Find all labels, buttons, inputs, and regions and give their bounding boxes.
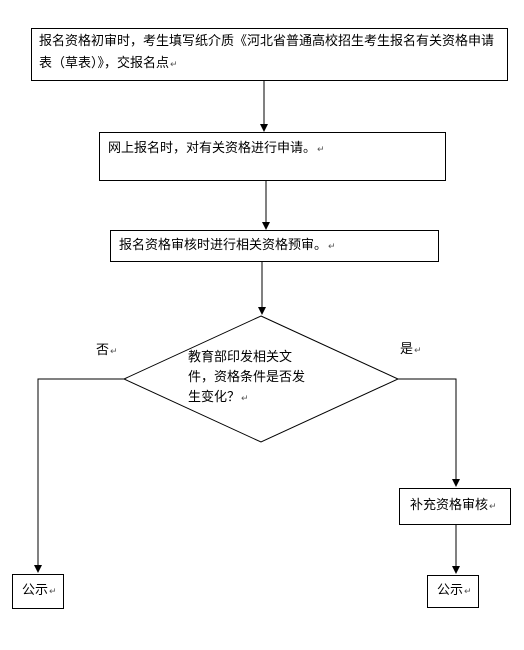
step3-box: 报名资格审核时进行相关资格预审。↵ <box>110 230 439 262</box>
decision-diamond <box>122 315 400 443</box>
paragraph-mark-icon: ↵ <box>110 347 118 357</box>
publicity-right-label: 公示 <box>437 583 464 598</box>
decision-line-2: 件，资格条件是否发 <box>188 370 306 385</box>
paragraph-mark-icon: ↵ <box>49 587 57 597</box>
publicity-left-text: 公示↵ <box>22 580 61 603</box>
step2-text: 网上报名时，对有关资格进行申请。↵ <box>108 138 439 161</box>
step2-box: 网上报名时，对有关资格进行申请。↵ <box>99 132 446 181</box>
supplement-text: 补充资格审核↵ <box>410 495 506 518</box>
paragraph-mark-icon: ↵ <box>170 60 178 70</box>
step1-text: 报名资格初审时，考生填写纸介质《河北省普通高校招生考生报名有关资格申请表（草表）… <box>39 31 501 76</box>
edge-label-yes: 是↵ <box>400 342 422 359</box>
paragraph-mark-icon: ↵ <box>317 145 325 155</box>
edge-label-yes-text: 是 <box>400 342 414 357</box>
step3-label: 报名资格审核时进行相关资格预审。 <box>119 238 328 253</box>
step1-label: 报名资格初审时，考生填写纸介质《河北省普通高校招生考生报名有关资格申请表（草表）… <box>39 34 495 71</box>
edge-label-no-text: 否 <box>96 343 110 358</box>
publicity-left-label: 公示 <box>22 583 49 598</box>
publicity-left-box: 公示↵ <box>12 574 64 609</box>
decision-line-1: 教育部印发相关文 <box>188 350 293 365</box>
step3-text: 报名资格审核时进行相关资格预审。↵ <box>119 235 432 258</box>
connector-decision-yes-to-supplement <box>398 378 460 487</box>
connector-decision-no-to-publicity <box>34 378 124 573</box>
supplement-box: 补充资格审核↵ <box>399 488 511 525</box>
step2-label: 网上报名时，对有关资格进行申请。 <box>108 141 317 156</box>
paragraph-mark-icon: ↵ <box>414 346 422 356</box>
decision-line-3-wrap: 生变化？↵ <box>188 388 340 409</box>
publicity-right-text: 公示↵ <box>437 580 476 603</box>
step1-box: 报名资格初审时，考生填写纸介质《河北省普通高校招生考生报名有关资格申请表（草表）… <box>31 28 508 81</box>
publicity-right-box: 公示↵ <box>427 575 479 608</box>
supplement-label: 补充资格审核 <box>410 498 489 513</box>
decision-text: 教育部印发相关文 件，资格条件是否发 生变化？↵ <box>188 348 340 409</box>
edge-label-no: 否↵ <box>96 343 118 360</box>
paragraph-mark-icon: ↵ <box>241 394 249 404</box>
decision-line-3: 生变化？ <box>188 390 241 405</box>
paragraph-mark-icon: ↵ <box>464 587 472 597</box>
paragraph-mark-icon: ↵ <box>489 502 497 512</box>
paragraph-mark-icon: ↵ <box>328 242 336 252</box>
